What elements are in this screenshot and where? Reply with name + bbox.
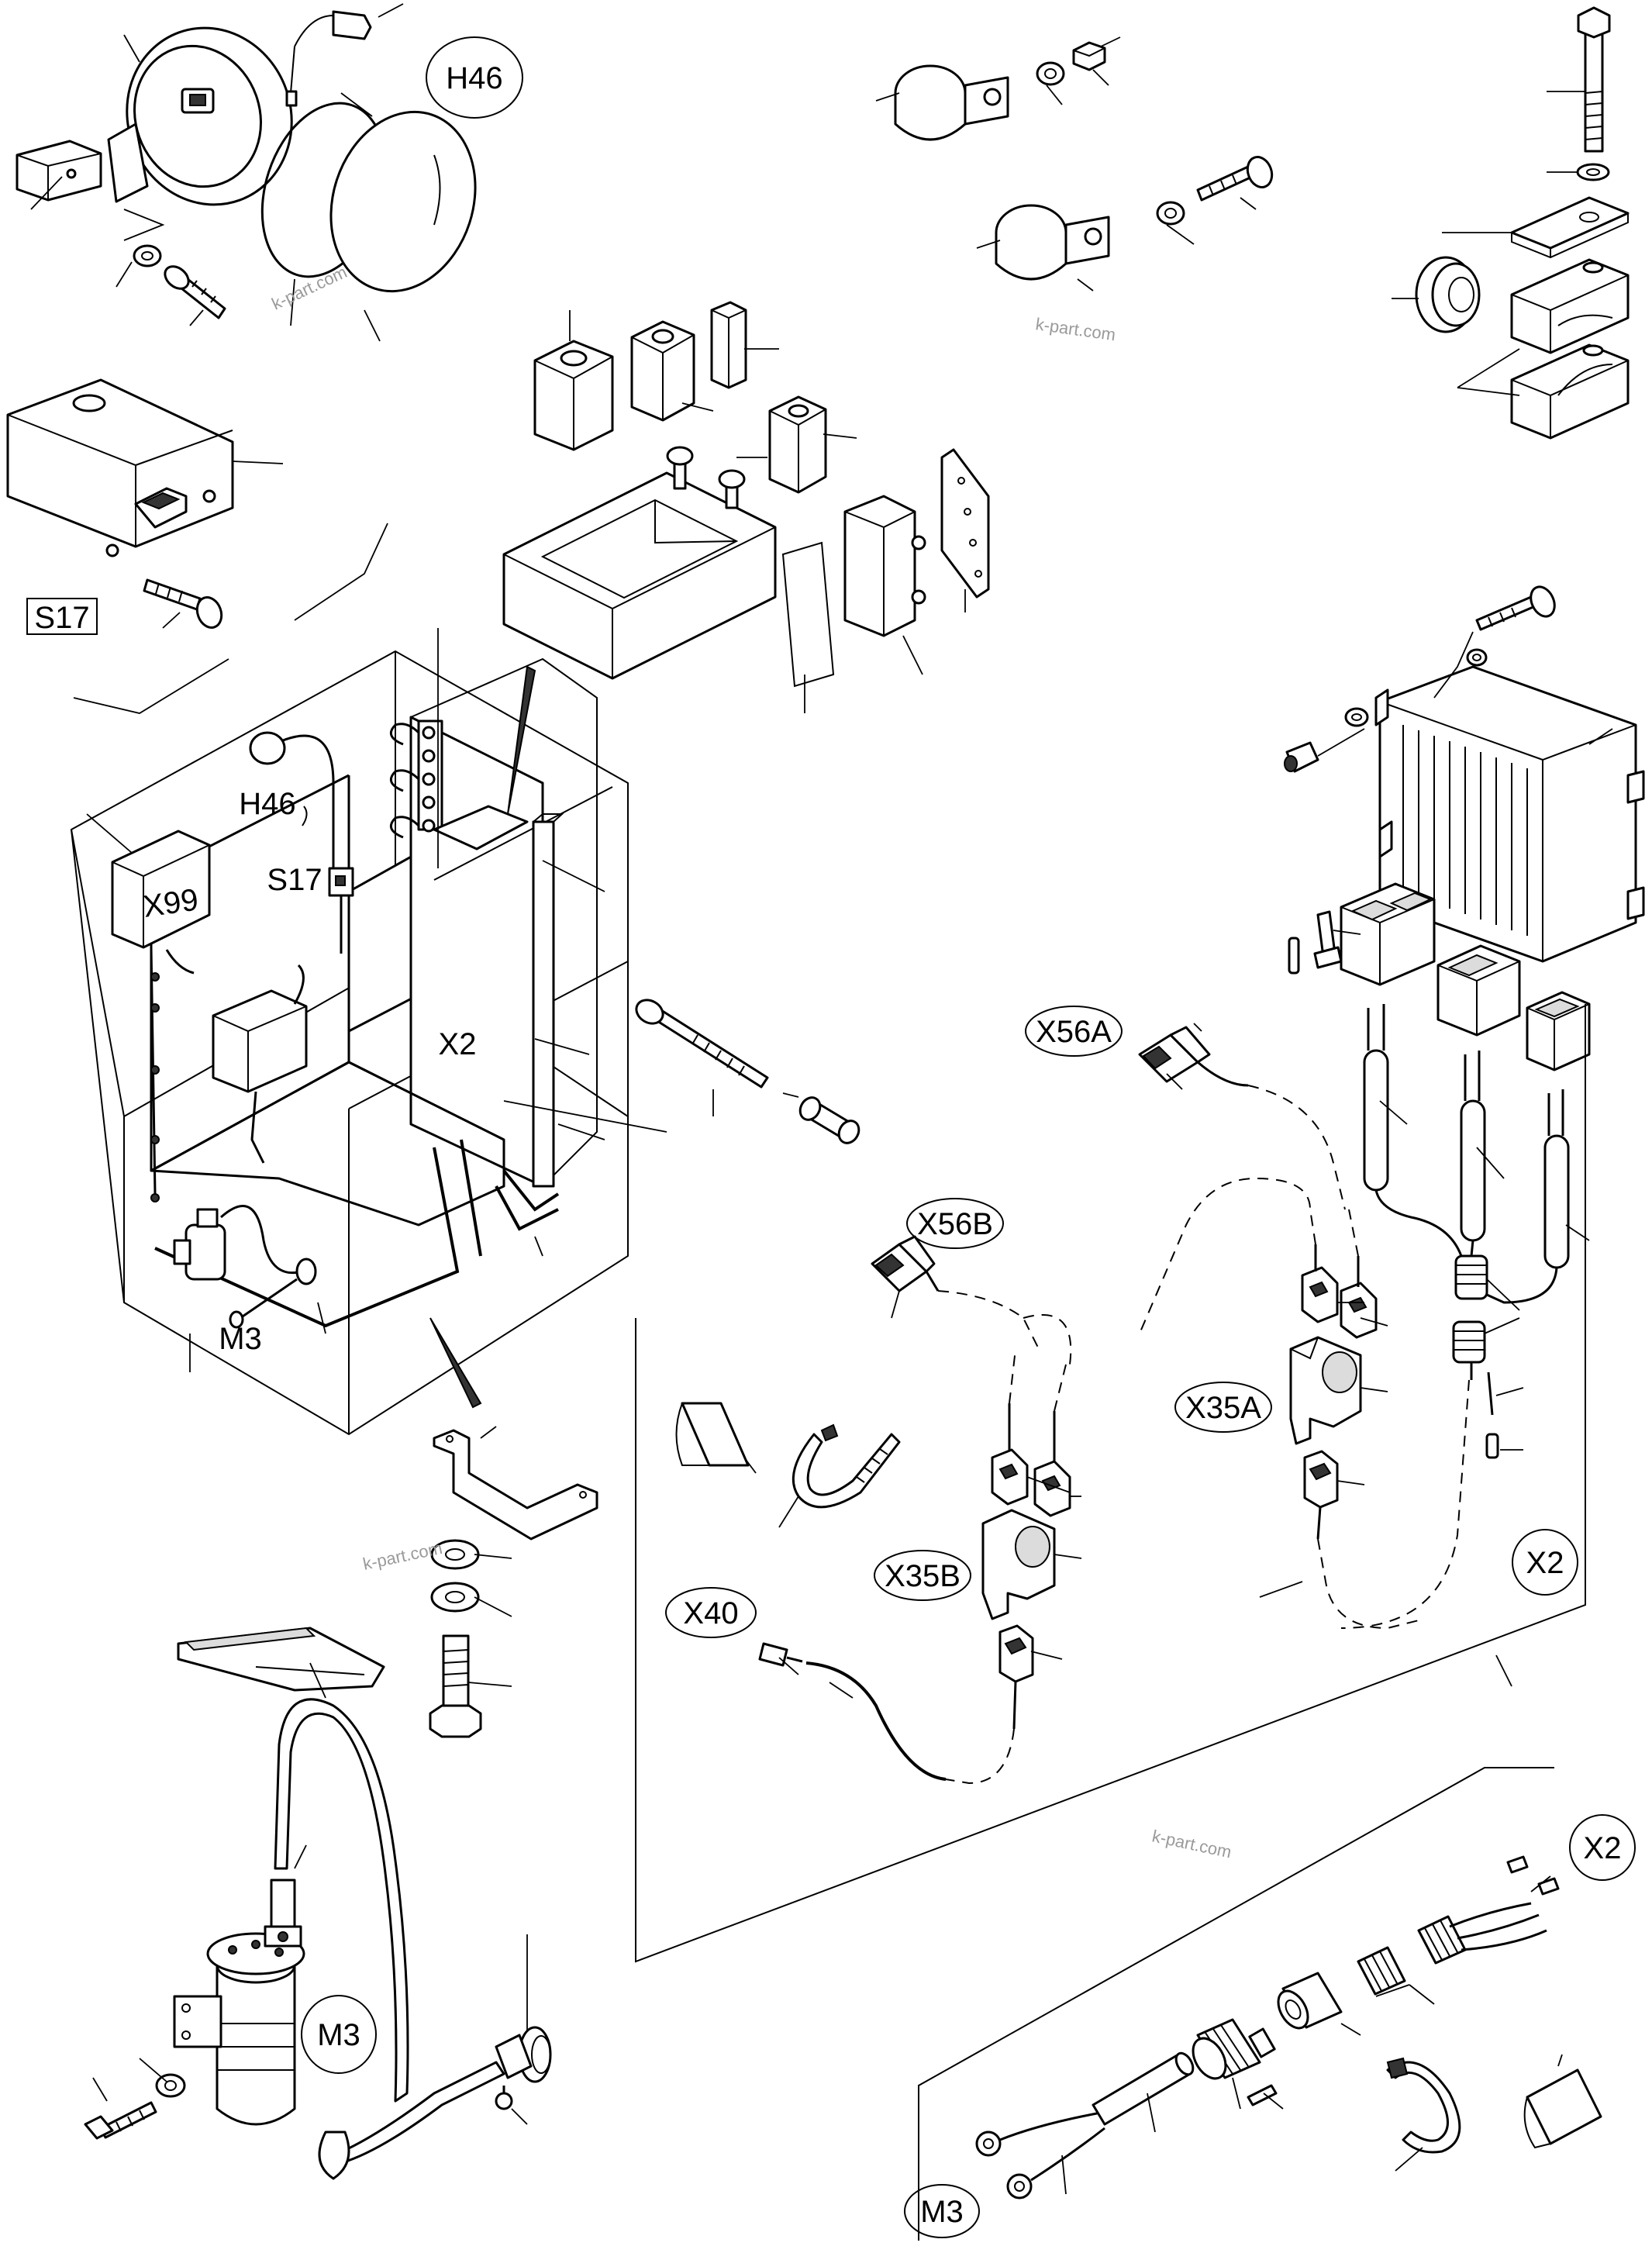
watermark-3: k-part.com [361, 1538, 444, 1574]
switch-s17-assembly [6, 378, 284, 635]
label-x35b: X35B [885, 1559, 961, 1593]
strap [177, 1627, 385, 1699]
control-unit-module [1284, 585, 1645, 963]
label-m3-main: M3 [219, 1322, 262, 1356]
fuel-pump-m3 [84, 1698, 552, 2180]
callout-x40 [665, 1587, 757, 1638]
mounting-bracket [429, 1426, 598, 1738]
x2-harness-frame [635, 1004, 1586, 1963]
s17-label-frame [26, 598, 98, 635]
harness-x35-x56 [758, 1023, 1419, 1785]
label-h46-main: H46 [239, 787, 295, 821]
watermark-4: k-part.com [1150, 1826, 1233, 1861]
h46-mini [249, 731, 286, 765]
x99-junction-box [111, 830, 211, 949]
tape-and-cable-tie [675, 1402, 901, 1528]
callout-h46-top [426, 36, 523, 119]
m3-mini-pump [173, 1204, 317, 1329]
label-m3-pump: M3 [317, 2018, 360, 2052]
label-x56b: X56B [917, 1207, 993, 1241]
watermark-1: k-part.com [269, 262, 350, 314]
callout-x56a [1025, 1006, 1123, 1057]
label-x99: X99 [141, 882, 201, 923]
callout-m3-pump [301, 1995, 377, 2074]
horn-assembly [16, 3, 477, 342]
label-x35a: X35A [1185, 1391, 1261, 1425]
labels: H46 S17 H46 S17 X99 X2 M3 X56A X56B X35A… [34, 36, 1636, 2238]
clamp-block [1392, 6, 1630, 440]
label-h46-top: H46 [446, 61, 502, 95]
pipe-clamps [875, 36, 1274, 292]
relay-cubes [502, 301, 990, 713]
label-s17-top: S17 [34, 601, 89, 635]
callout-x2-right [1512, 1529, 1578, 1596]
pointer-to-bracket [429, 1317, 482, 1409]
label-x40: X40 [683, 1596, 738, 1630]
callout-x35b [874, 1550, 971, 1601]
label-x56a: X56A [1036, 1015, 1112, 1049]
pointer-to-relay-box [507, 665, 536, 815]
callout-x2-bottom [1569, 1814, 1636, 1881]
bolt-and-spacer [635, 999, 860, 1144]
callout-x56b [906, 1198, 1004, 1249]
label-x2-main: X2 [439, 1027, 477, 1061]
x2-connector-set [1288, 882, 1591, 1629]
label-m3-bottom: M3 [920, 2195, 964, 2229]
watermark-2: k-part.com [1034, 314, 1116, 344]
callout-m3-bottom [904, 2184, 980, 2238]
main-housing [70, 628, 667, 1436]
label-s17-main: S17 [267, 863, 322, 897]
label-x2-bottom: X2 [1584, 1831, 1622, 1865]
callout-x35a [1174, 1382, 1272, 1433]
label-x2-right: X2 [1526, 1546, 1564, 1580]
m3-harness-kit [918, 1767, 1602, 2241]
